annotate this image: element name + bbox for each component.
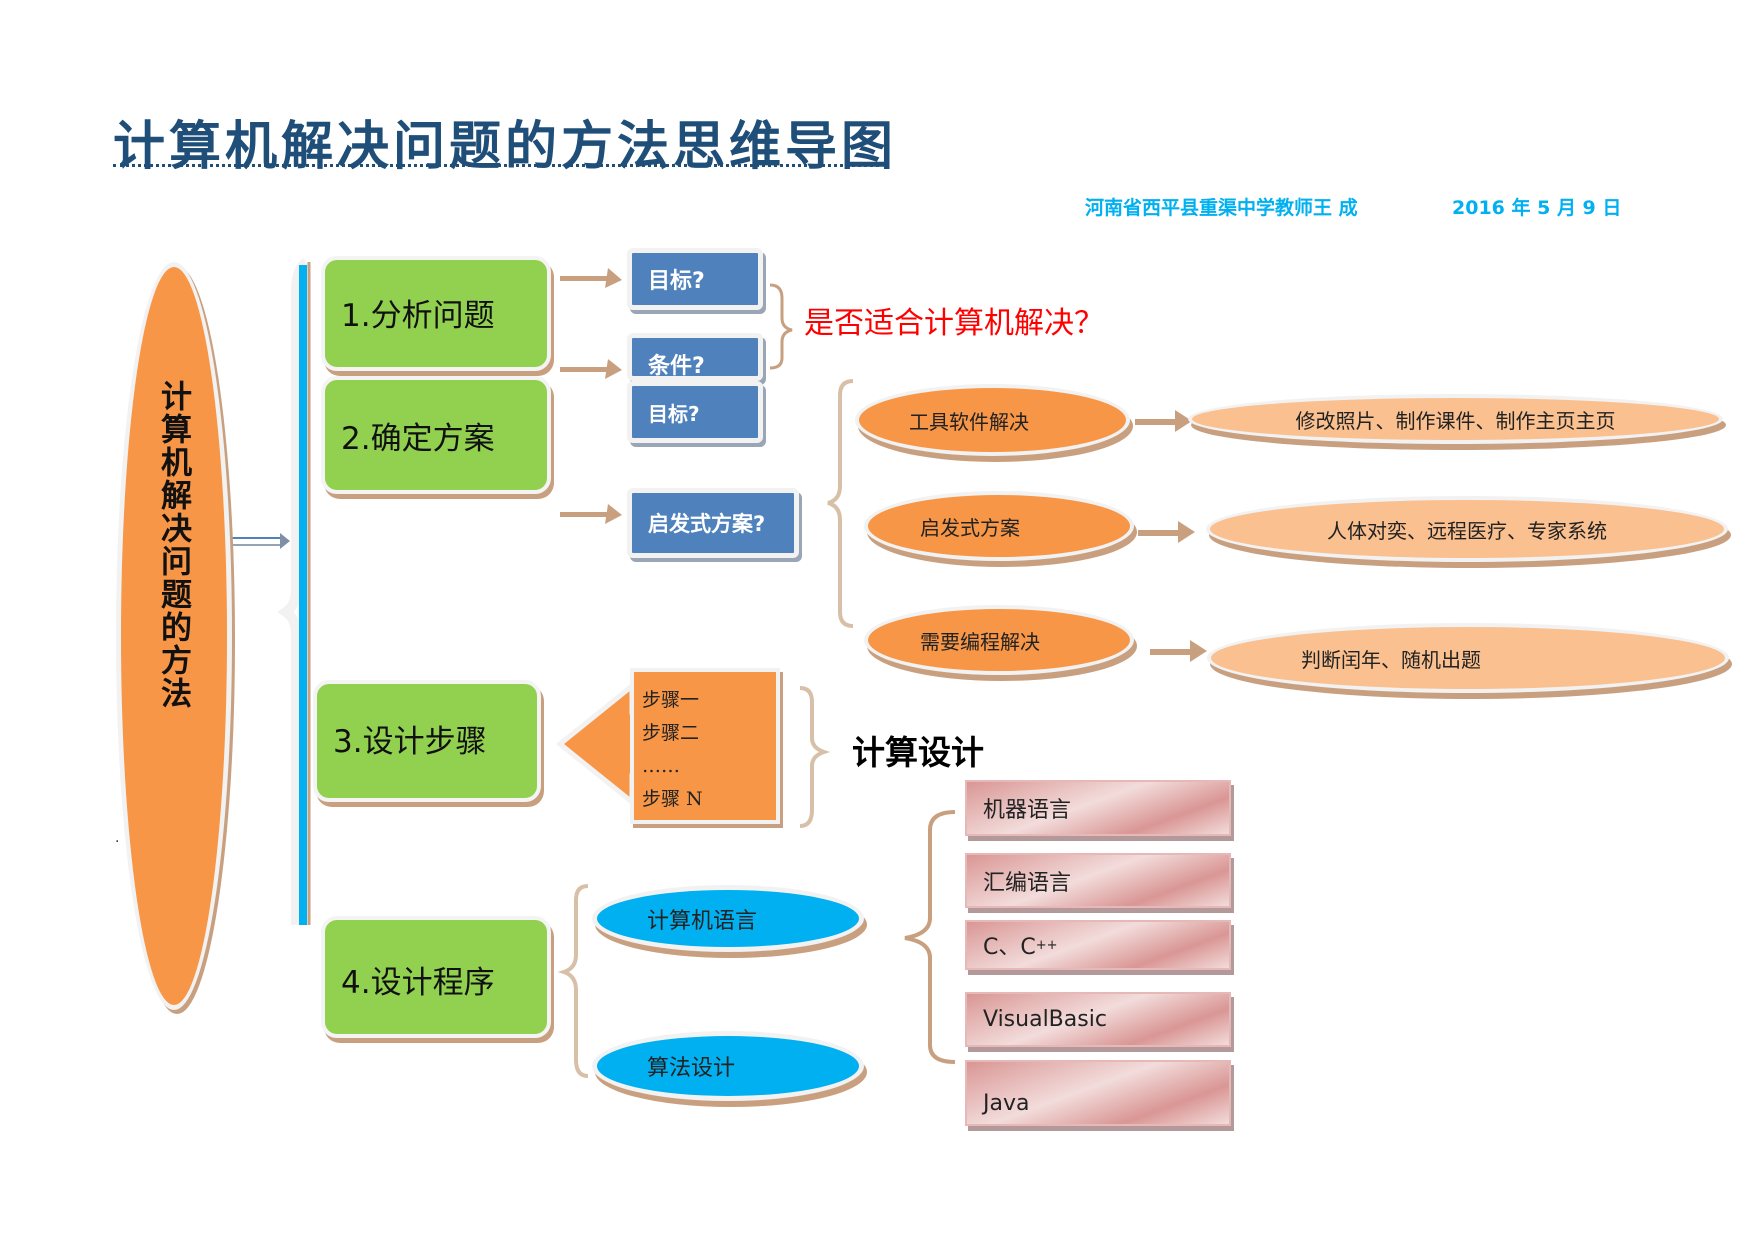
example-node-programming[interactable]: 判断闰年、随机出题 <box>1207 623 1729 693</box>
example-node-heuristic[interactable]: 人体对奕、远程医疗、专家系统 <box>1206 496 1728 562</box>
step-node-analyze[interactable]: 1.分析问题 <box>321 256 551 371</box>
root-node[interactable] <box>116 262 232 1010</box>
language-label: 机器语言 <box>983 798 1072 823</box>
author-line: 河南省西平县重渠中学教师王 成 <box>1085 197 1358 219</box>
question-label: 条件? <box>648 354 705 379</box>
arrow-icon <box>1135 410 1207 662</box>
step-label: 3.设计步骤 <box>333 724 487 760</box>
program-brace-icon <box>557 884 589 1078</box>
language-node-java[interactable]: Java <box>965 1060 1231 1126</box>
language-brace-icon <box>904 810 956 1064</box>
language-label: C、C <box>983 935 1036 960</box>
step-node-program[interactable]: 4.设计程序 <box>321 916 551 1038</box>
approach-node-tools[interactable]: 工具软件解决 <box>855 384 1130 456</box>
language-node-c-cpp[interactable]: C、C++ <box>965 920 1231 970</box>
question-node-plan-goal[interactable]: 目标? <box>627 381 763 443</box>
conclusion-text: 是否适合计算机解决？ <box>804 306 1104 341</box>
approach-brace-icon <box>827 379 854 628</box>
cpp-superscript: ++ <box>1035 937 1058 953</box>
example-label: 人体对奕、远程医疗、专家系统 <box>1327 518 1607 543</box>
language-node-assembly[interactable]: 汇编语言 <box>965 853 1231 908</box>
language-node-machine[interactable]: 机器语言 <box>965 780 1231 836</box>
question-node-heuristic[interactable]: 启发式方案? <box>627 488 799 558</box>
approach-node-heuristic[interactable]: 启发式方案 <box>864 491 1134 561</box>
root-label: 计算机解决问题的方法 <box>155 380 191 710</box>
step-label: 1.分析问题 <box>341 298 495 334</box>
arrow-icon <box>560 268 622 524</box>
example-label: 修改照片、制作课件、制作主页主页 <box>1295 408 1616 433</box>
step-node-plan[interactable]: 2.确定方案 <box>321 376 551 494</box>
branch-label: 计算机语言 <box>647 908 758 934</box>
steps-item: 步骤 N <box>642 788 703 810</box>
branch-node-language[interactable]: 计算机语言 <box>592 885 864 952</box>
question-label: 目标? <box>648 269 705 294</box>
example-node-tools[interactable]: 修改照片、制作课件、制作主页主页 <box>1188 394 1723 444</box>
language-label: VisualBasic <box>983 1007 1107 1032</box>
date-line: 2016 年 5 月 9 日 <box>1452 197 1622 219</box>
steps-item: 步骤二 <box>642 722 700 744</box>
approach-label: 需要编程解决 <box>920 629 1040 654</box>
title-underline <box>113 164 879 167</box>
question-node-goal[interactable]: 目标? <box>627 248 763 310</box>
question-node-conditions[interactable]: 条件? <box>627 333 763 381</box>
question-label: 目标? <box>648 402 700 426</box>
language-label: 汇编语言 <box>983 870 1072 896</box>
steps-item: …… <box>642 755 680 777</box>
step-label: 2.确定方案 <box>341 421 495 457</box>
example-label: 判断闰年、随机出题 <box>1301 647 1481 672</box>
approach-label: 启发式方案 <box>920 515 1020 540</box>
approach-label: 工具软件解决 <box>909 409 1029 434</box>
analysis-brace-icon <box>769 283 793 370</box>
approach-node-programming[interactable]: 需要编程解决 <box>864 605 1134 675</box>
steps-list[interactable]: 步骤一 步骤二 …… 步骤 N <box>630 668 780 824</box>
steps-item: 步骤一 <box>642 689 700 711</box>
main-brace-icon <box>277 258 311 925</box>
step-node-design[interactable]: 3.设计步骤 <box>313 680 541 802</box>
question-label: 启发式方案? <box>648 512 766 536</box>
step-label: 4.设计程序 <box>341 965 495 1001</box>
root-arrow-icon <box>232 533 290 549</box>
stray-dot: . <box>115 830 120 846</box>
branch-node-algorithm[interactable]: 算法设计 <box>592 1031 864 1101</box>
steps-brace-icon <box>799 686 831 828</box>
language-node-visualbasic[interactable]: VisualBasic <box>965 992 1231 1047</box>
steps-summary: 计算设计 <box>852 733 984 772</box>
branch-label: 算法设计 <box>647 1056 736 1081</box>
language-label: Java <box>983 1091 1030 1116</box>
